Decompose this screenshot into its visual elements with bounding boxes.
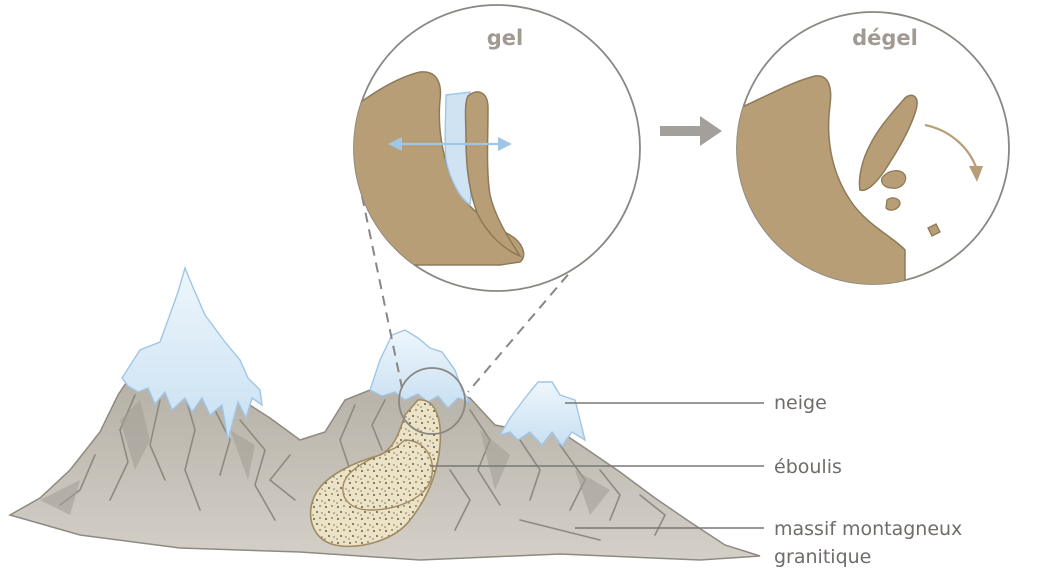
massif-label-line2: granitique — [774, 546, 871, 568]
scree-label: éboulis — [774, 456, 842, 478]
thaw-fragment-2 — [886, 198, 900, 210]
massif-label-line1: massif montagneux — [774, 518, 962, 540]
thaw-zoom — [735, 12, 1009, 290]
snow-label: neige — [774, 392, 827, 414]
transition-arrow — [660, 116, 722, 146]
freeze-title: gel — [435, 26, 575, 50]
thaw-title: dégel — [815, 26, 955, 50]
